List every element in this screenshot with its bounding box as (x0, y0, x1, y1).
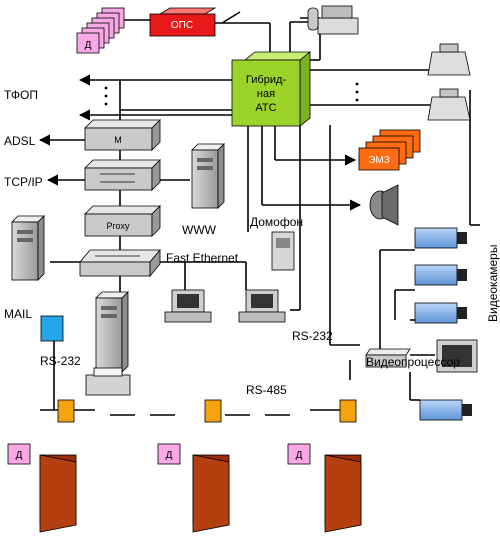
label-rs232-left: RS-232 (40, 354, 81, 368)
sensor-label-top: Д (85, 40, 92, 51)
pbx-label-2: ная (257, 88, 275, 100)
text-labels: ТФОП ADSL TCP/IP WWW Fast Ethernet Домоф… (4, 88, 500, 397)
sensor-label-2: Д (166, 450, 173, 461)
label-mail: MAIL (4, 307, 32, 321)
label-rs232-right: RS-232 (292, 329, 333, 343)
ops-label: ОПС (171, 20, 193, 31)
video-monitor (436, 339, 478, 373)
ops-device: ОПС (149, 7, 217, 37)
label-videoprocessor: Видеопроцессор (366, 355, 460, 369)
access-points: Д Д Д (7, 399, 362, 533)
label-domofon: Домофон (250, 215, 303, 229)
label-videocameras: Видеокамеры (486, 245, 500, 322)
modem: M (84, 119, 161, 151)
printer-icon (85, 367, 131, 396)
proxy: Proxy (84, 205, 161, 237)
access-server (95, 291, 129, 373)
label-www: WWW (182, 223, 217, 237)
mail-server (11, 215, 45, 281)
hybrid-pbx: Гибрид- ная АТС (231, 51, 312, 127)
access-point-3: Д (287, 399, 362, 533)
emz-label: ЭМЗ (368, 155, 390, 166)
camera-2 (414, 264, 467, 286)
www-server (191, 143, 225, 209)
proxy-label: Proxy (106, 221, 130, 231)
domofon-device (271, 231, 295, 271)
pbx-label-1: Гибрид- (246, 74, 286, 86)
workstation-2 (238, 289, 286, 323)
sensor-stack-top: Д (76, 7, 125, 54)
label-fast-ethernet: Fast Ethernet (166, 251, 239, 265)
desk-phone-icon (427, 43, 471, 76)
router (84, 159, 161, 191)
connection-lines (38, 11, 480, 416)
emz-stack: ЭМЗ (358, 129, 421, 171)
access-point-1: Д (7, 399, 77, 533)
cameras (414, 227, 472, 421)
label-tfop: ТФОП (4, 88, 38, 102)
camera-1 (414, 227, 467, 249)
workstation-1 (164, 289, 212, 323)
video-processor (365, 348, 411, 368)
rs232-box (40, 315, 64, 342)
access-point-2: Д (157, 399, 230, 533)
label-rs485: RS-485 (246, 383, 287, 397)
pbx-label-3: АТС (255, 102, 276, 114)
camera-3 (414, 302, 467, 324)
desk-phone-icon-2 (427, 88, 471, 121)
label-adsl: ADSL (4, 134, 36, 148)
speaker-icon (369, 184, 399, 226)
ethernet-switch (79, 248, 161, 278)
sensor-label-1: Д (16, 450, 23, 461)
ellipsis-dots (104, 82, 359, 106)
fax-phone-icon (307, 5, 359, 35)
modem-label: M (114, 135, 122, 145)
sensor-label-3: Д (296, 450, 303, 461)
camera-4 (419, 399, 472, 421)
label-tcpip: TCP/IP (4, 175, 43, 189)
